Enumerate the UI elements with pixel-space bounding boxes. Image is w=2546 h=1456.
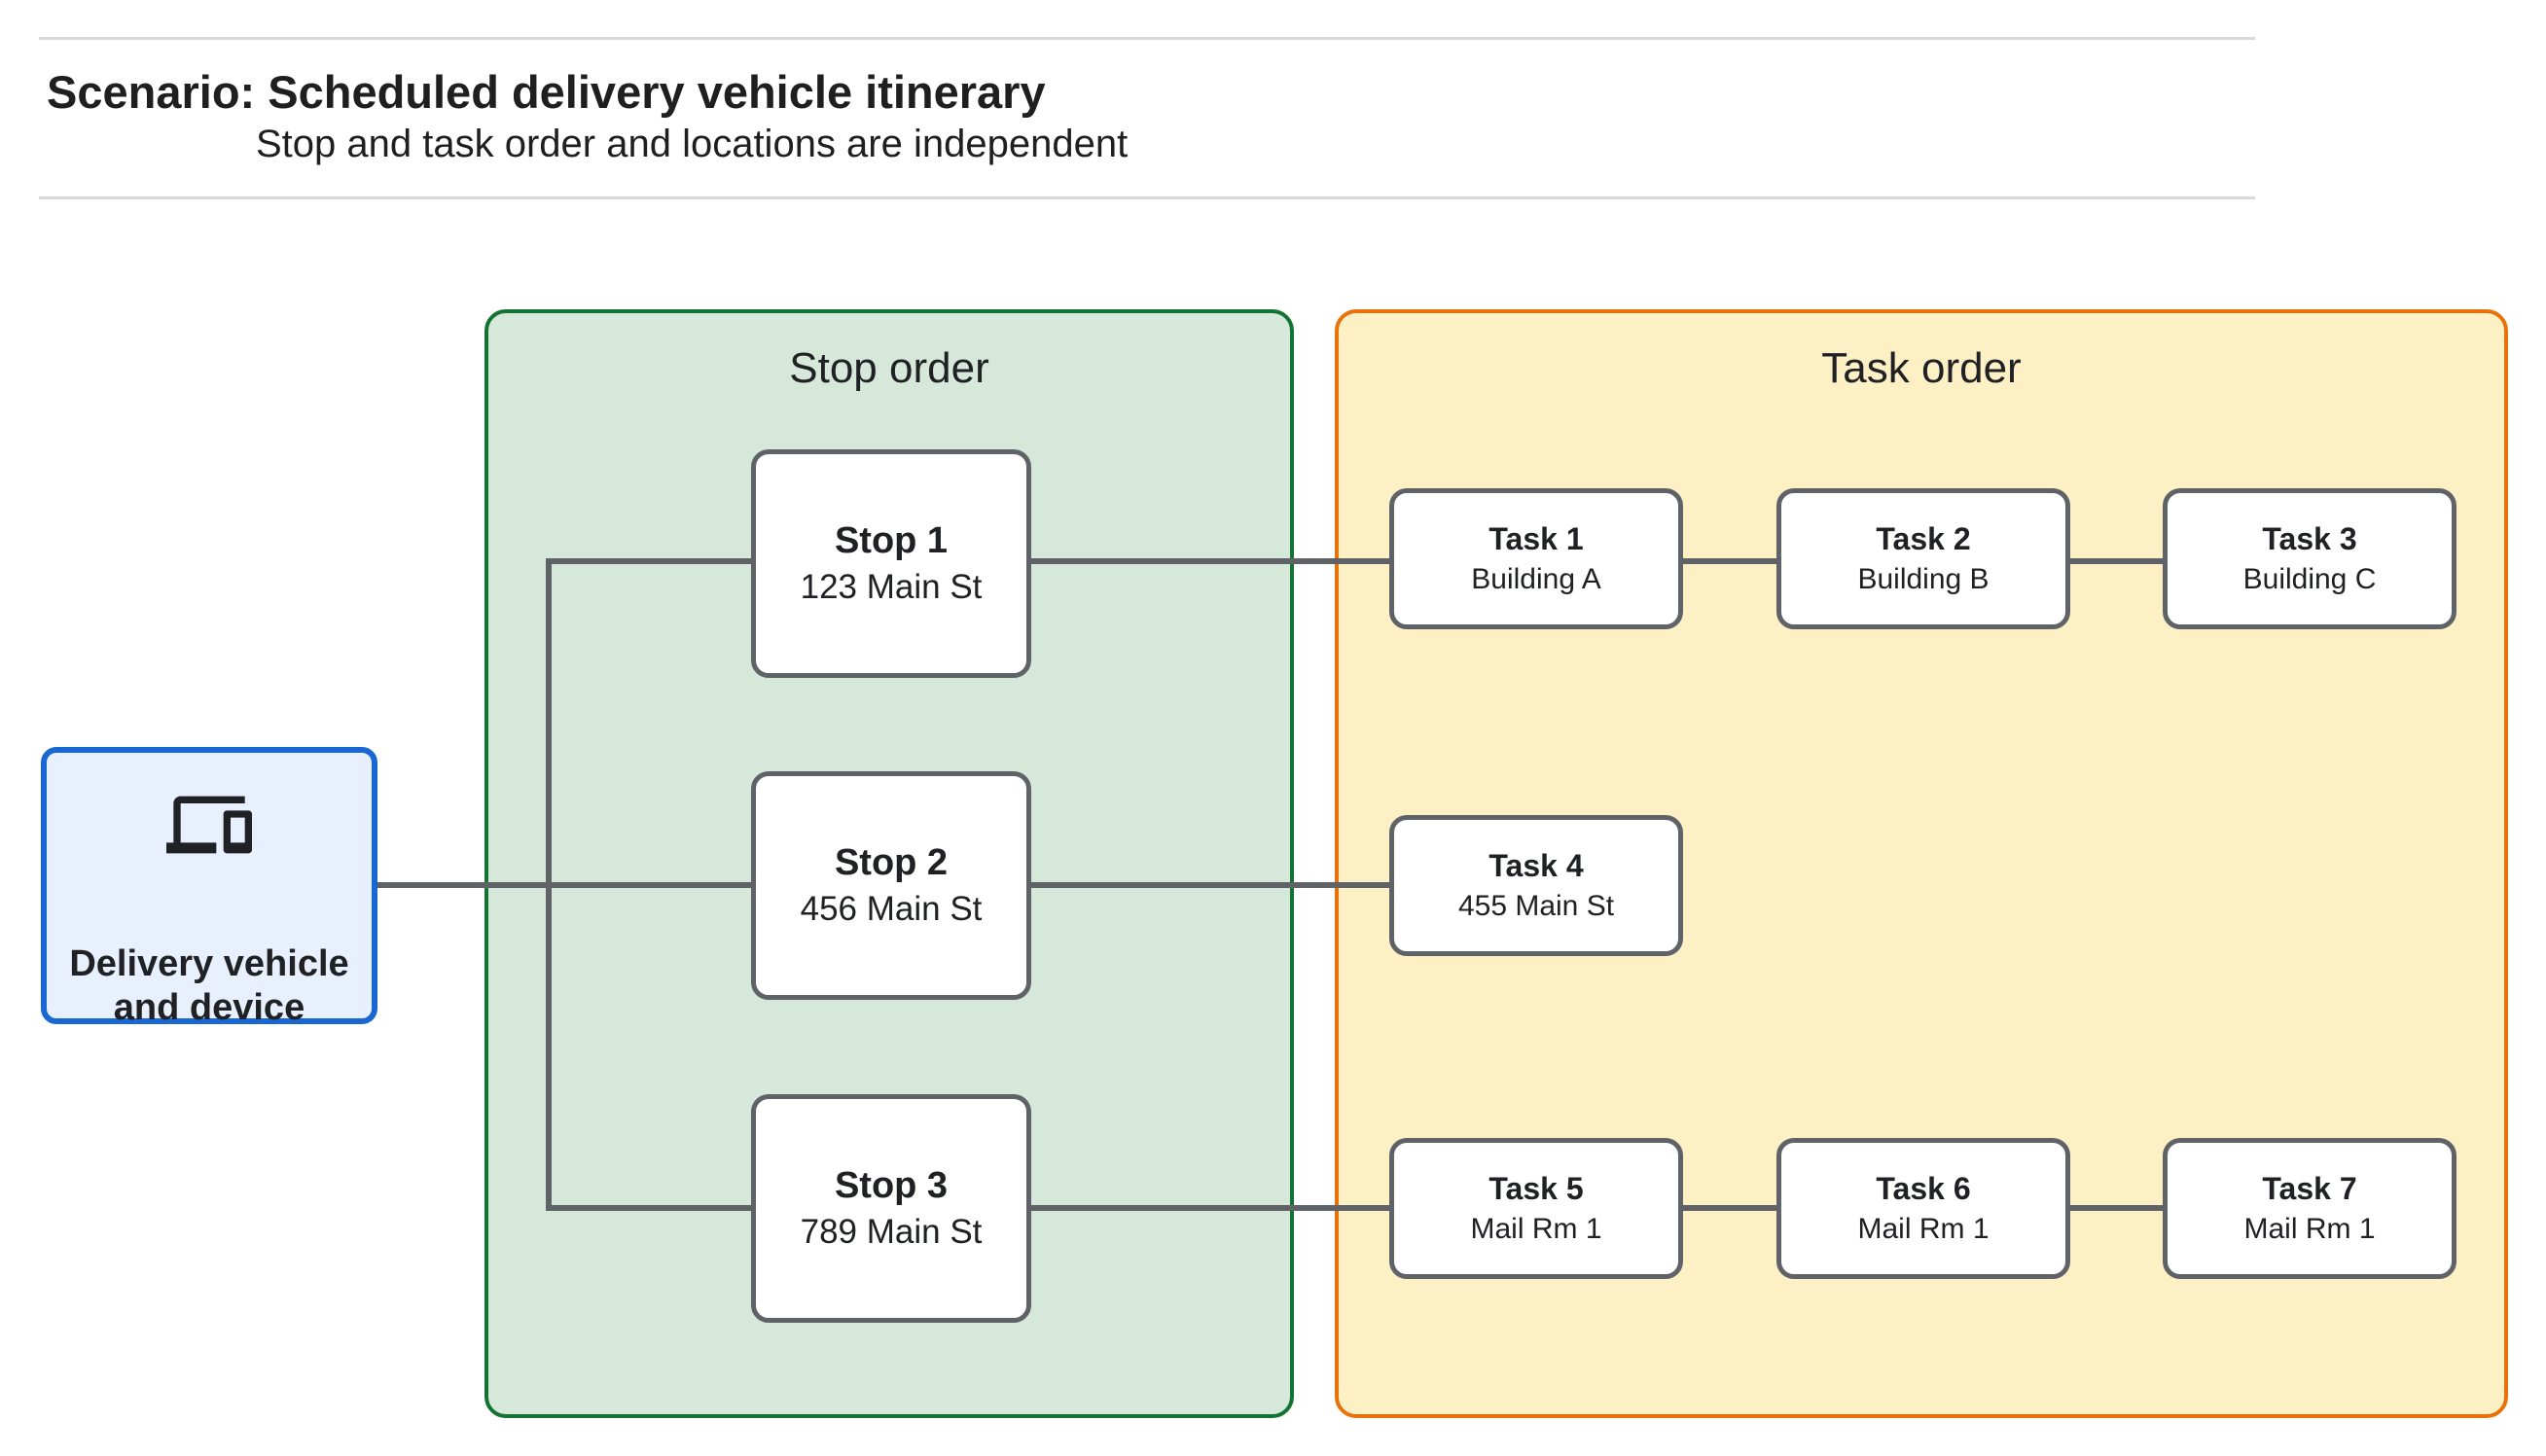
task-node-2: Task 2 Building B — [1776, 488, 2070, 629]
stop-node-subtitle: 456 Main St — [800, 889, 983, 928]
stop-node-1: Stop 1 123 Main St — [751, 449, 1031, 678]
devices-icon — [166, 796, 252, 854]
connector-branch-to-stop3 — [549, 1205, 752, 1211]
task-node-7: Task 7 Mail Rm 1 — [2163, 1138, 2456, 1279]
stop-node-2: Stop 2 456 Main St — [751, 771, 1031, 1000]
connector-stop2-to-task4 — [1031, 882, 1389, 888]
delivery-vehicle-label: Delivery vehicle and device — [69, 943, 349, 1028]
connector-stop1-to-task1 — [1031, 558, 1389, 564]
stop-node-subtitle: 123 Main St — [800, 567, 983, 606]
page-title: Scenario: Scheduled delivery vehicle iti… — [47, 66, 1046, 118]
page-subtitle: Stop and task order and locations are in… — [256, 123, 1129, 165]
task-node-4: Task 4 455 Main St — [1389, 815, 1683, 956]
task-node-1: Task 1 Building A — [1389, 488, 1683, 629]
stop-order-panel-title: Stop order — [789, 344, 989, 392]
connector-stop3-to-task5 — [1031, 1205, 1389, 1211]
task-node-subtitle: Mail Rm 1 — [2243, 1212, 2376, 1245]
stop-node-title: Stop 2 — [834, 841, 949, 883]
task-node-subtitle: Mail Rm 1 — [1470, 1212, 1602, 1245]
task-node-3: Task 3 Building C — [2163, 488, 2456, 629]
task-node-subtitle: Mail Rm 1 — [1857, 1212, 1990, 1245]
task-node-title: Task 7 — [2262, 1170, 2357, 1206]
task-node-subtitle: 455 Main St — [1457, 889, 1615, 922]
delivery-vehicle-node: Delivery vehicle and device — [41, 747, 377, 1028]
connector-device-to-stop2 — [377, 882, 752, 888]
connector-branch-to-stop1 — [549, 558, 752, 564]
separator-top — [39, 37, 2255, 40]
connector-task6-to-task7 — [2069, 1205, 2164, 1211]
task-node-title: Task 4 — [1488, 847, 1584, 883]
task-node-title: Task 1 — [1488, 520, 1584, 556]
task-node-title: Task 2 — [1876, 520, 1971, 556]
stop-node-title: Stop 1 — [834, 519, 949, 561]
task-order-panel-title: Task order — [1821, 344, 2022, 392]
task-node-6: Task 6 Mail Rm 1 — [1776, 1138, 2070, 1279]
task-node-subtitle: Building A — [1471, 562, 1601, 595]
stop-node-title: Stop 3 — [834, 1164, 949, 1206]
task-node-title: Task 3 — [2262, 520, 2357, 556]
connector-task1-to-task2 — [1682, 558, 1777, 564]
task-node-subtitle: Building B — [1857, 562, 1990, 595]
separator-bottom — [39, 196, 2255, 199]
task-node-title: Task 5 — [1488, 1170, 1584, 1206]
connector-branch-vertical — [546, 558, 552, 1211]
connector-task5-to-task6 — [1682, 1205, 1777, 1211]
task-node-5: Task 5 Mail Rm 1 — [1389, 1138, 1683, 1279]
connector-task2-to-task3 — [2069, 558, 2164, 564]
task-node-title: Task 6 — [1876, 1170, 1971, 1206]
task-node-subtitle: Building C — [2242, 562, 2377, 595]
stop-node-3: Stop 3 789 Main St — [751, 1094, 1031, 1323]
stop-node-subtitle: 789 Main St — [800, 1212, 983, 1251]
